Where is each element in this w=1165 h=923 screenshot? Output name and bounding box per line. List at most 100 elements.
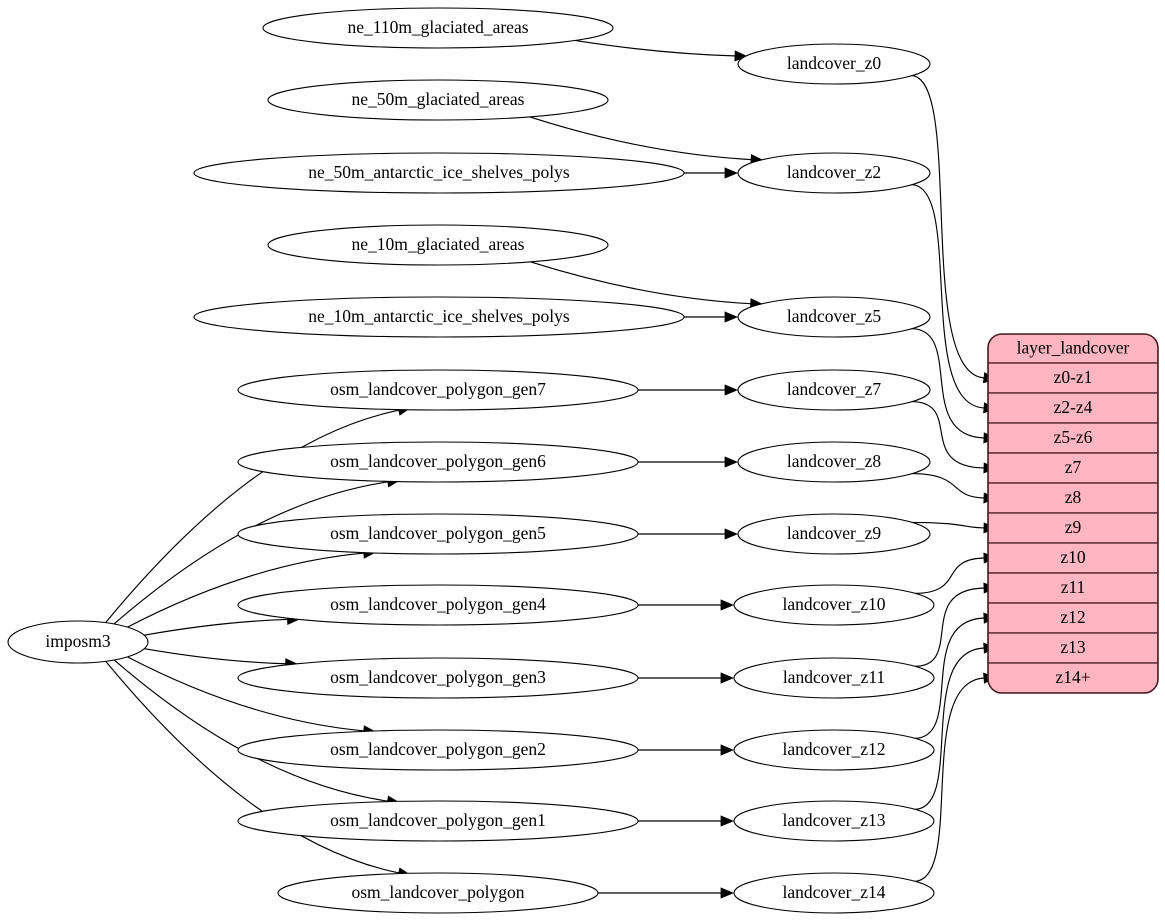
- node-label: ne_50m_glaciated_areas: [352, 89, 525, 109]
- node-imposm3[interactable]: imposm3: [7, 620, 149, 664]
- edge-arrowhead: [720, 599, 735, 611]
- node-label: imposm3: [45, 631, 110, 651]
- node-shape: [7, 620, 149, 664]
- table-row-label: z9: [1065, 517, 1082, 537]
- node-osm_landcover_polygon_gen3[interactable]: osm_landcover_polygon_gen3: [237, 657, 639, 699]
- edge-imposm3-to-osm_landcover_polygon_gen3: [144, 648, 288, 665]
- node-label: osm_landcover_polygon_gen6: [330, 451, 546, 471]
- node-label: landcover_z2: [787, 162, 881, 182]
- node-ne_10m_glaciated_areas[interactable]: ne_10m_glaciated_areas: [267, 224, 609, 266]
- node-ne_10m_antarctic_ice_shelves_polys[interactable]: ne_10m_antarctic_ice_shelves_polys: [193, 296, 685, 338]
- node-label: osm_landcover_polygon_gen1: [330, 810, 546, 830]
- table-row-label: z11: [1061, 577, 1086, 597]
- node-label: landcover_z8: [787, 451, 882, 471]
- node-osm_landcover_polygon[interactable]: osm_landcover_polygon: [277, 872, 599, 914]
- node-shape: [237, 657, 639, 699]
- node-shape: [277, 872, 599, 914]
- node-osm_landcover_polygon_gen6[interactable]: osm_landcover_polygon_gen6: [237, 441, 639, 483]
- edge-landcover_z0-to-layer_landcover_z0-z1: [910, 75, 987, 379]
- node-label: ne_10m_antarctic_ice_shelves_polys: [308, 306, 570, 326]
- edge-imposm3-to-osm_landcover_polygon: [105, 660, 401, 874]
- node-shape: [737, 369, 931, 411]
- table-row[interactable]: [988, 542, 1158, 574]
- node-ne_110m_glaciated_areas[interactable]: ne_110m_glaciated_areas: [262, 7, 614, 49]
- node-ne_50m_glaciated_areas[interactable]: ne_50m_glaciated_areas: [267, 79, 609, 121]
- node-landcover_z9[interactable]: landcover_z9: [737, 513, 931, 555]
- node-label: landcover_z12: [782, 739, 885, 759]
- node-shape: [193, 296, 685, 338]
- table-row[interactable]: [988, 482, 1158, 514]
- node-landcover_z13[interactable]: landcover_z13: [733, 800, 935, 842]
- edge-landcover_z12-to-layer_landcover_z12: [913, 617, 987, 739]
- edge-arrowhead: [720, 887, 735, 899]
- node-landcover_z7[interactable]: landcover_z7: [737, 369, 931, 411]
- node-shape: [737, 152, 931, 194]
- node-label: landcover_z0: [787, 53, 882, 73]
- node-landcover_z8[interactable]: landcover_z8: [737, 441, 931, 483]
- node-label: landcover_z7: [787, 379, 882, 399]
- node-label: landcover_z11: [783, 667, 885, 687]
- node-ne_50m_antarctic_ice_shelves_polys[interactable]: ne_50m_antarctic_ice_shelves_polys: [193, 152, 685, 194]
- node-landcover_z10[interactable]: landcover_z10: [733, 584, 935, 626]
- edge-landcover_z5-to-layer_landcover_z5-z6: [910, 328, 987, 439]
- node-osm_landcover_polygon_gen4[interactable]: osm_landcover_polygon_gen4: [237, 584, 639, 626]
- node-label: landcover_z14: [782, 882, 885, 902]
- edge-ne_50m_glaciated_areas-to-landcover_z2: [529, 116, 754, 161]
- edge-arrowhead: [724, 384, 739, 396]
- node-label: ne_50m_antarctic_ice_shelves_polys: [308, 162, 570, 182]
- node-osm_landcover_polygon_gen5[interactable]: osm_landcover_polygon_gen5: [237, 513, 639, 555]
- node-label: ne_110m_glaciated_areas: [347, 17, 528, 37]
- node-label: osm_landcover_polygon_gen3: [330, 667, 546, 687]
- node-osm_landcover_polygon_gen1[interactable]: osm_landcover_polygon_gen1: [237, 800, 639, 842]
- edge-arrowhead: [720, 815, 735, 827]
- layer-landcover-table: layer_landcoverz0-z1z2-z4z5-z6z7z8z9z10z…: [987, 333, 1159, 694]
- node-landcover_z0[interactable]: landcover_z0: [737, 43, 931, 85]
- table-row-label: z7: [1065, 457, 1082, 477]
- table-row[interactable]: [988, 392, 1158, 424]
- table-row-label: z8: [1065, 487, 1082, 507]
- table-row[interactable]: [988, 602, 1158, 634]
- edge-landcover_z14-to-layer_landcover_z14_: [913, 677, 987, 882]
- nodes-layer: imposm3 ne_110m_glaciated_areas ne_50m_gla…: [7, 7, 935, 914]
- node-shape: [237, 584, 639, 626]
- edge-arrowhead: [724, 167, 739, 179]
- node-shape: [733, 872, 935, 914]
- edge-arrowhead: [724, 311, 739, 323]
- edge-ne_10m_glaciated_areas-to-landcover_z5: [530, 261, 753, 305]
- node-landcover_z11[interactable]: landcover_z11: [733, 657, 935, 699]
- table-row-label: z2-z4: [1054, 397, 1093, 417]
- table-row-label: z14+: [1055, 667, 1090, 687]
- edge-landcover_z7-to-layer_landcover_z7: [910, 401, 987, 469]
- edge-arrowhead: [724, 456, 739, 468]
- node-label: osm_landcover_polygon: [351, 882, 524, 902]
- node-landcover_z12[interactable]: landcover_z12: [733, 729, 935, 771]
- node-landcover_z14[interactable]: landcover_z14: [733, 872, 935, 914]
- node-osm_landcover_polygon_gen2[interactable]: osm_landcover_polygon_gen2: [237, 729, 639, 771]
- edge-imposm3-to-osm_landcover_polygon_gen2: [127, 656, 366, 732]
- node-shape: [737, 296, 931, 338]
- node-shape: [737, 441, 931, 483]
- table-row[interactable]: [988, 662, 1158, 693]
- edge-imposm3-to-osm_landcover_polygon_gen4: [144, 618, 290, 636]
- table-row[interactable]: [988, 362, 1158, 394]
- node-label: ne_10m_glaciated_areas: [352, 234, 525, 254]
- table-row-label: z13: [1060, 637, 1086, 657]
- node-landcover_z5[interactable]: landcover_z5: [737, 296, 931, 338]
- edge-landcover_z10-to-layer_landcover_z10: [913, 557, 987, 594]
- node-label: osm_landcover_polygon_gen4: [330, 594, 546, 614]
- table-row-label: z0-z1: [1054, 367, 1093, 387]
- node-shape: [237, 800, 639, 842]
- node-shape: [733, 800, 935, 842]
- node-label: landcover_z5: [787, 306, 882, 326]
- node-shape: [733, 729, 935, 771]
- node-shape: [737, 513, 931, 555]
- node-osm_landcover_polygon_gen7[interactable]: osm_landcover_polygon_gen7: [237, 369, 639, 411]
- node-shape: [267, 224, 609, 266]
- node-shape: [737, 43, 931, 85]
- node-label: osm_landcover_polygon_gen2: [330, 739, 546, 759]
- node-landcover_z2[interactable]: landcover_z2: [737, 152, 931, 194]
- edge-landcover_z9-to-layer_landcover_z9: [910, 521, 987, 529]
- table-row-label: z10: [1060, 547, 1086, 567]
